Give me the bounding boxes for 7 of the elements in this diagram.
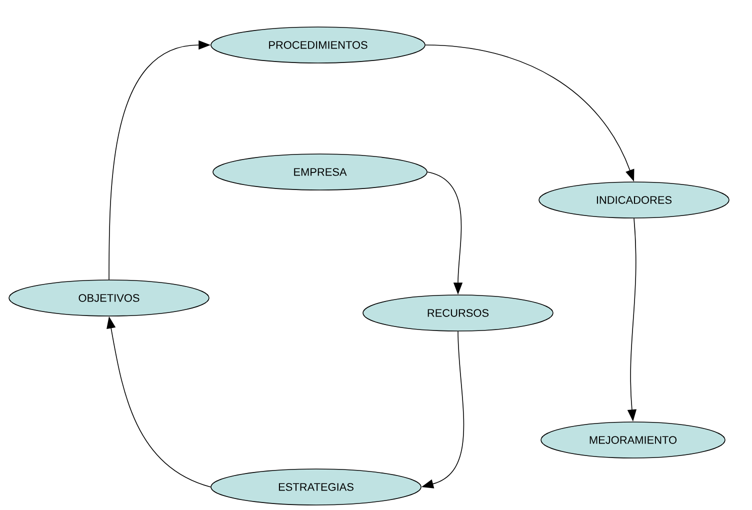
ellipse-node: RECURSOS	[362, 294, 554, 332]
ellipse-node: ESTRATEGIAS	[210, 468, 422, 506]
ellipse-node: INDICADORES	[538, 182, 730, 218]
ellipse-node: EMPRESA	[212, 154, 428, 190]
ellipse-node: MEJORAMIENTO	[540, 422, 726, 458]
ellipse-node: OBJETIVOS	[8, 280, 210, 316]
ellipse-node: PROCEDIMIENTOS	[210, 26, 426, 64]
